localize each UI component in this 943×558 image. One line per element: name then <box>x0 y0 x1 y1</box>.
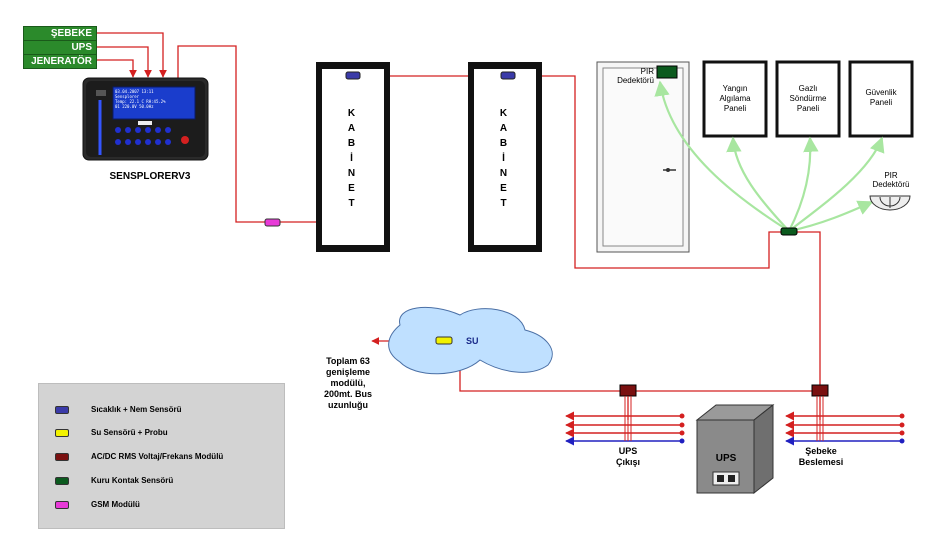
ups-output-lines <box>565 411 680 446</box>
legend-swatch-acdc <box>55 453 69 461</box>
source-lines <box>97 32 167 78</box>
dry-contact-module <box>780 227 798 236</box>
ups-output-line: UPS <box>618 446 638 456</box>
device-name: SENSPLORERV3 <box>109 171 191 182</box>
panel-fire-label: Yangın Algılama Paneli <box>719 84 751 113</box>
pir-dome-label: PIR Dedektörü <box>872 171 910 189</box>
grid-feed-line: Beslemesi <box>798 457 844 467</box>
door <box>596 61 690 253</box>
sensplorer-device <box>82 77 209 161</box>
panel-gas-label: Gazlı Söndürme Paneli <box>789 84 827 113</box>
ups-box-label: UPS <box>715 453 737 464</box>
screen-line: Temp: 22.1 C RH:45.2% <box>115 99 166 104</box>
acdc-module-ups <box>619 384 637 397</box>
grid-feed-line: Şebeke <box>805 446 837 456</box>
water-sensor <box>435 336 453 345</box>
cabinet-2 <box>468 62 542 252</box>
source-sebeke: ŞEBEKE <box>23 26 97 41</box>
expansion-line: modülü, <box>330 378 366 388</box>
grid-feed-label: Şebeke Beslemesi <box>790 446 852 468</box>
temp-humidity-sensor-1 <box>345 71 361 80</box>
legend-swatch-water <box>55 429 69 437</box>
pir-door-label: PIR Dedektörü <box>617 67 654 85</box>
source-jenerator: JENERATÖR <box>23 54 97 69</box>
cabinet-2-label: KABİNET <box>498 108 509 213</box>
acdc-module-grid <box>811 384 829 397</box>
pir-door-sensor <box>656 65 678 79</box>
screen-line: Sensplorer <box>115 94 140 99</box>
grid-feed-lines <box>785 411 900 446</box>
expansion-line: Toplam 63 <box>326 356 370 366</box>
gsm-module <box>264 218 281 227</box>
cabinet-1 <box>316 62 390 252</box>
signal-lines <box>654 80 885 233</box>
legend-label: Sıcaklık + Nem Sensörü <box>91 405 182 414</box>
legend-label: Kuru Kontak Sensörü <box>91 476 174 485</box>
device-screen-text: 03.04.2007 13:11 Sensplorer Temp: 22.1 C… <box>115 89 193 109</box>
legend-swatch-gsm <box>55 501 69 509</box>
expansion-line: uzunluğu <box>328 400 368 410</box>
ups-output-line: Çıkışı <box>615 457 640 467</box>
legend-swatch-dry-contact <box>55 477 69 485</box>
legend-swatch-temp <box>55 406 69 414</box>
ups-unit <box>695 403 775 495</box>
legend-label: Su Sensörü + Probu <box>91 428 168 437</box>
cabinet-1-label: KABİNET <box>346 108 357 213</box>
expansion-line: 200mt. Bus <box>323 389 373 399</box>
source-ups: UPS <box>23 40 97 55</box>
pir-dome <box>869 195 911 211</box>
screen-line: 01 220.0V 50.0Hz <box>115 104 154 109</box>
temp-humidity-sensor-2 <box>500 71 516 80</box>
expansion-note: Toplam 63 genişleme modülü, 200mt. Bus u… <box>302 356 394 411</box>
expansion-line: genişleme <box>325 367 371 377</box>
water-label: SU <box>466 336 479 346</box>
panel-security-label: Güvenlik Paneli <box>865 88 897 107</box>
legend-label: GSM Modülü <box>91 500 140 509</box>
screen-line: 03.04.2007 13:11 <box>115 89 154 94</box>
legend: Sıcaklık + Nem Sensörü Su Sensörü + Prob… <box>38 383 285 529</box>
ups-output-label: UPS Çıkışı <box>605 446 651 468</box>
legend-label: AC/DC RMS Voltaj/Frekans Modülü <box>91 452 224 461</box>
panels <box>702 60 914 138</box>
water-puddle <box>388 306 553 375</box>
